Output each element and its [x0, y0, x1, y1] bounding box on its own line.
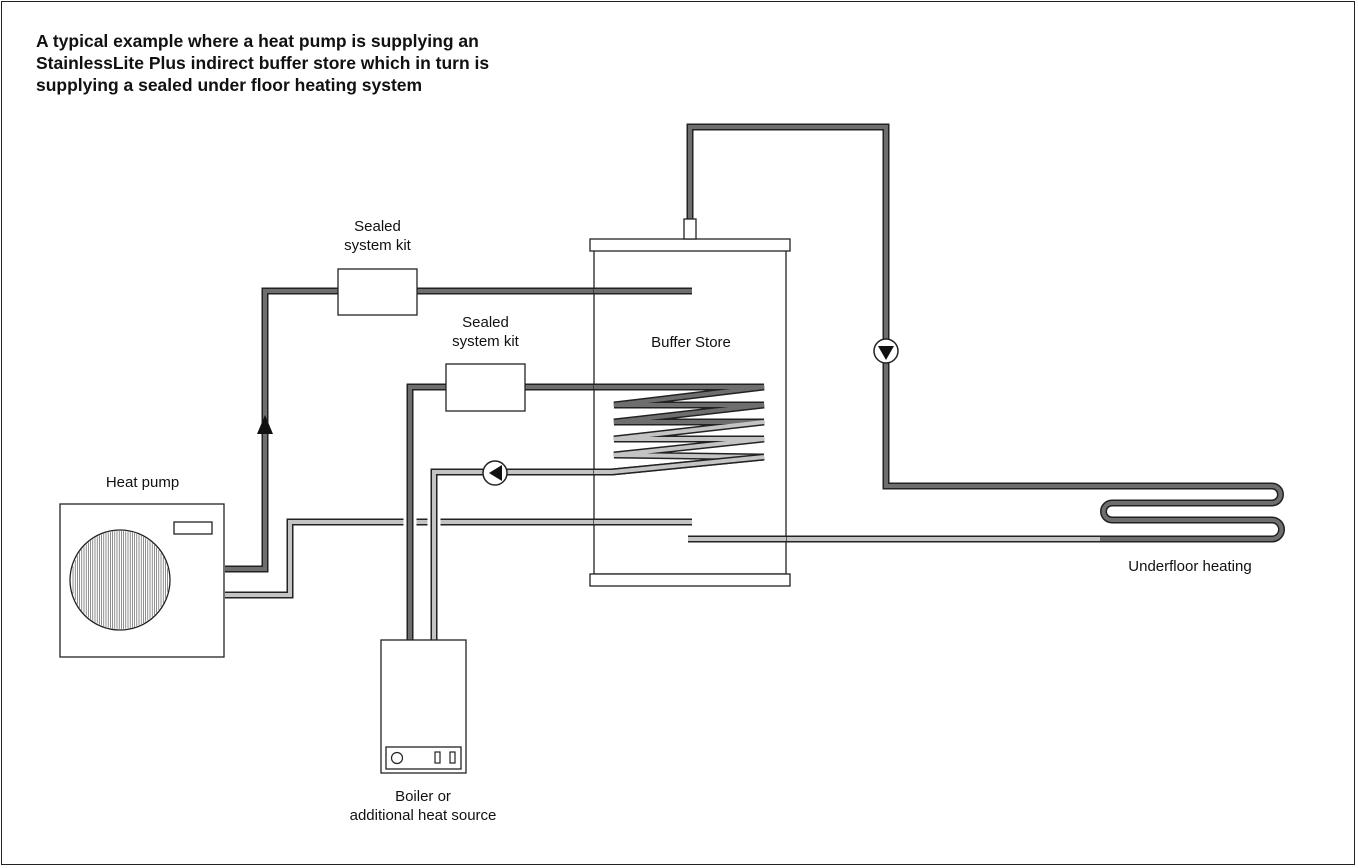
buffer-store-label: Buffer Store [651, 334, 731, 351]
title-line-2: StainlessLite Plus indirect buffer store… [36, 53, 490, 73]
buffer-store-tank [589, 218, 791, 587]
heat-pump-label: Heat pump [105, 474, 180, 491]
sealed-system-kit-1-label: Sealed system kit [344, 218, 411, 254]
boiler-unit [380, 639, 467, 774]
fan-grille-icon [69, 529, 171, 631]
arrow-up-icon [257, 415, 273, 434]
title-line-1: A typical example where a heat pump is s… [36, 31, 479, 51]
heating-coil [594, 383, 765, 476]
boiler-label: Boiler or additional heat source [349, 788, 497, 824]
title-line-3: supplying a sealed under floor heating s… [36, 75, 423, 95]
circulating-pump-icon [482, 460, 508, 486]
underfloor-heating-loop [1100, 482, 1285, 543]
circulating-pump-icon [873, 338, 899, 364]
pipe-crossing-marks [403, 510, 441, 534]
sealed-system-kit-2 [445, 363, 526, 412]
heat-pump-unit [59, 503, 225, 658]
sealed-system-kit-2-label: Sealed system kit [452, 314, 519, 350]
buffer-internal-stubs [594, 287, 786, 543]
diagram-title: A typical example where a heat pump is s… [36, 30, 596, 96]
underfloor-heating-label: Underfloor heating [1128, 558, 1252, 575]
heat-pump-return-pipe [225, 518, 692, 599]
underfloor-flow-pipe [686, 123, 1100, 490]
sealed-system-kit-1 [337, 268, 418, 316]
